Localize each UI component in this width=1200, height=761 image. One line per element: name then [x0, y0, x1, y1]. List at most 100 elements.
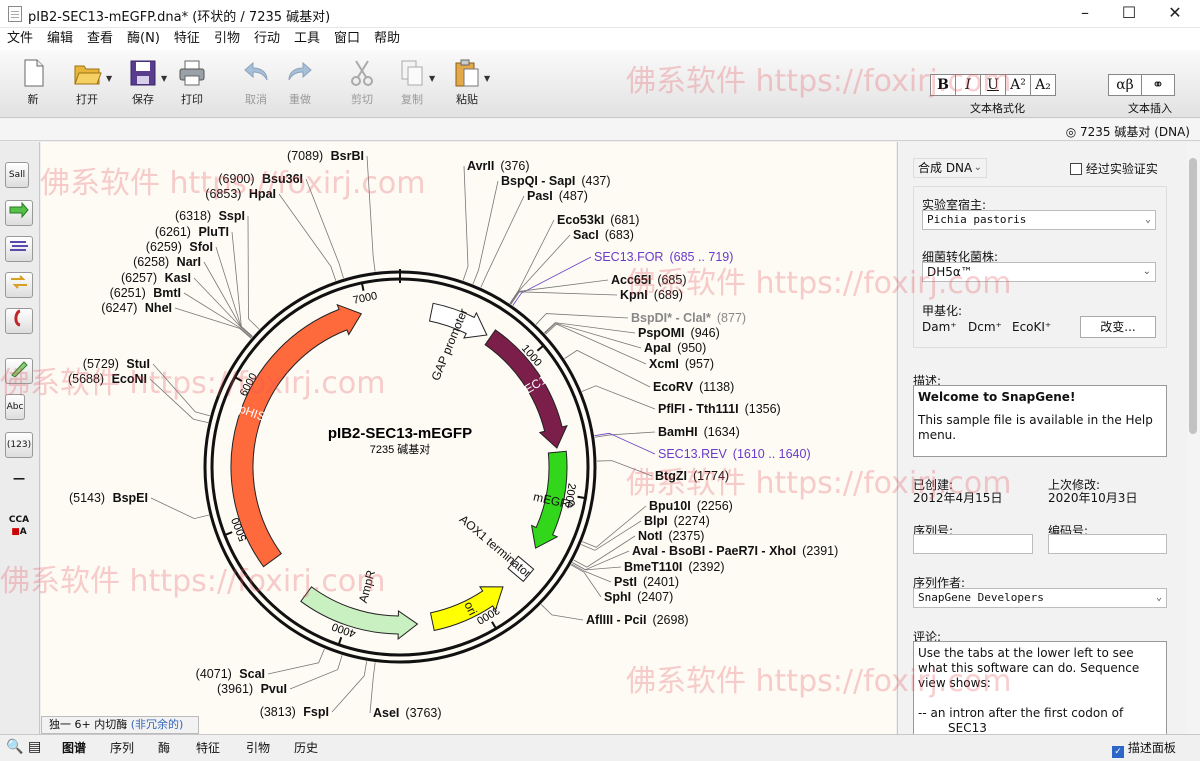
- feature-gap-promoter[interactable]: [428, 302, 488, 339]
- change-methylation-button[interactable]: 改变...: [1080, 316, 1156, 338]
- site-pvui[interactable]: (3961) PvuI: [217, 682, 287, 696]
- copy-button[interactable]: 复制: [387, 58, 437, 107]
- site-pspomi[interactable]: PspOMI(946): [638, 326, 720, 340]
- description-panel-toggle[interactable]: ✓ 描述面板: [1112, 739, 1176, 758]
- site-pluti[interactable]: (6261) PluTI: [155, 225, 229, 239]
- tab-sequence[interactable]: 序列: [110, 741, 135, 755]
- scrollbar-thumb[interactable]: [1189, 158, 1197, 434]
- feature-pphis4[interactable]: [230, 303, 363, 568]
- feature-sec13[interactable]: [484, 329, 568, 449]
- primer-tool-icon[interactable]: [5, 236, 33, 262]
- paste-button[interactable]: 粘贴: [442, 58, 492, 107]
- site-bamhi[interactable]: BamHI(1634): [658, 425, 740, 439]
- save-dropdown-icon[interactable]: ▼: [161, 74, 168, 83]
- menu-features[interactable]: 特征: [173, 31, 200, 46]
- menu-actions[interactable]: 行动: [253, 31, 280, 46]
- site-scai[interactable]: (4071) ScaI: [196, 667, 265, 681]
- search-icon[interactable]: 🔍: [6, 739, 24, 755]
- verified-checkbox[interactable]: 经过实验证实: [1070, 160, 1158, 177]
- layout-toggle-icon[interactable]: ▤: [28, 739, 42, 755]
- site-sphi[interactable]: SphI(2407): [604, 590, 673, 604]
- site-kpni[interactable]: KpnI(689): [620, 288, 683, 302]
- tab-primers[interactable]: 引物: [246, 741, 271, 755]
- maximize-button[interactable]: ☐: [1121, 3, 1137, 22]
- minimize-button[interactable]: –: [1081, 3, 1089, 22]
- site-bpu10i[interactable]: Bpu10I(2256): [649, 499, 733, 513]
- site-sspi[interactable]: (6318) SspI: [175, 209, 245, 223]
- enzyme-filter-bar[interactable]: 独一 6+ 内切酶 (非冗余的): [41, 716, 199, 734]
- menu-help[interactable]: 帮助: [374, 31, 401, 46]
- tab-history[interactable]: 历史: [294, 741, 319, 755]
- italic-button[interactable]: I: [955, 74, 981, 96]
- copy-dropdown-icon[interactable]: ▼: [429, 74, 436, 83]
- code-number-input[interactable]: [1048, 534, 1167, 554]
- close-button[interactable]: ✕: [1168, 3, 1182, 22]
- comment-textbox[interactable]: Use the tabs at the lower left to see wh…: [913, 641, 1167, 734]
- number-tool[interactable]: (123): [5, 432, 33, 458]
- author-select[interactable]: SnapGene Developers⌄: [913, 588, 1167, 608]
- feature-arrow-icon[interactable]: [5, 200, 33, 226]
- open-dropdown-icon[interactable]: ▼: [106, 74, 113, 83]
- site-kasi[interactable]: (6257) KasI: [121, 271, 191, 285]
- menu-file[interactable]: 文件: [7, 31, 34, 46]
- superscript-button[interactable]: A²: [1005, 74, 1031, 96]
- subscript-button[interactable]: A₂: [1030, 74, 1056, 96]
- site-stui[interactable]: (5729) StuI: [83, 357, 150, 371]
- feature-ampr[interactable]: [300, 586, 419, 641]
- dna-case-tool-icon[interactable]: CCA■A: [8, 515, 30, 537]
- new-button[interactable]: 新: [8, 58, 58, 107]
- sequence-number-input[interactable]: [913, 534, 1033, 554]
- bold-button[interactable]: B: [930, 74, 956, 96]
- site-blpi[interactable]: BlpI(2274): [644, 514, 710, 528]
- menu-primers[interactable]: 引物: [213, 31, 240, 46]
- panel-scrollbar[interactable]: [1187, 142, 1200, 734]
- cut-button[interactable]: 剪切: [337, 58, 387, 107]
- undo-button[interactable]: 取消: [231, 58, 281, 107]
- site-bmet110i[interactable]: BmeT110I(2392): [624, 560, 725, 574]
- site-nari[interactable]: (6258) NarI: [133, 255, 201, 269]
- tab-enzymes[interactable]: 酶: [158, 741, 171, 755]
- site-xcmi[interactable]: XcmI(957): [649, 357, 714, 371]
- text-label-tool[interactable]: Abc: [5, 394, 25, 420]
- site-sec13-rev[interactable]: SEC13.REV(1610 .. 1640): [658, 447, 811, 461]
- menu-view[interactable]: 查看: [87, 31, 114, 46]
- tab-map[interactable]: 图谱: [62, 741, 87, 755]
- site-pflfi-tth111i[interactable]: PflFI - Tth111I(1356): [658, 402, 781, 416]
- description-textbox[interactable]: Welcome to SnapGene! This sample file is…: [913, 385, 1167, 457]
- site-ecorv[interactable]: EcoRV(1138): [653, 380, 734, 394]
- ruler-tool-icon[interactable]: ━━: [13, 475, 25, 485]
- site-acc65i[interactable]: Acc65I(685): [611, 273, 687, 287]
- print-button[interactable]: 打印: [167, 58, 217, 107]
- site-econi[interactable]: (5688) EcoNI: [68, 372, 147, 386]
- site-sfoi[interactable]: (6259) SfoI: [146, 240, 213, 254]
- site-bspei[interactable]: (5143) BspEI: [69, 491, 148, 505]
- site-bsrbi[interactable]: (7089) BsrBI: [287, 149, 364, 163]
- site-eco53ki[interactable]: Eco53kI(681): [557, 213, 639, 227]
- site-bspqi-sapi[interactable]: BspQI - SapI(437): [501, 174, 611, 188]
- site-sec13-for[interactable]: SEC13.FOR(685 .. 719): [594, 250, 733, 264]
- site-hpai[interactable]: (6853) HpaI: [205, 187, 276, 201]
- site-noti[interactable]: NotI(2375): [638, 529, 704, 543]
- site-apai[interactable]: ApaI(950): [644, 341, 706, 355]
- open-button[interactable]: 打开: [62, 58, 112, 107]
- menu-enzymes[interactable]: 酶(N): [127, 31, 160, 46]
- site-psti[interactable]: PstI(2401): [614, 575, 679, 589]
- selection-tool-icon[interactable]: Sall: [5, 162, 29, 188]
- tab-features[interactable]: 特征: [196, 741, 221, 755]
- feature-megfp[interactable]: [530, 450, 568, 549]
- site-pasi[interactable]: PasI(487): [527, 189, 588, 203]
- underline-button[interactable]: U: [980, 74, 1006, 96]
- save-button[interactable]: 保存: [118, 58, 168, 107]
- lab-host-select[interactable]: Pichia pastoris⌄: [922, 210, 1156, 230]
- orf-tool-icon[interactable]: [5, 272, 33, 298]
- pen-tool-icon[interactable]: [5, 358, 33, 384]
- redo-button[interactable]: 重做: [275, 58, 325, 107]
- link-insert-button[interactable]: ⚭: [1141, 74, 1175, 96]
- feature-aox1-terminator[interactable]: [507, 555, 535, 583]
- site-bspdi-clai-[interactable]: BspDI* - ClaI*(877): [631, 311, 746, 325]
- site-asei[interactable]: AseI(3763): [373, 706, 442, 720]
- menu-tools[interactable]: 工具: [293, 31, 320, 46]
- rotate-tool-icon[interactable]: [5, 308, 33, 334]
